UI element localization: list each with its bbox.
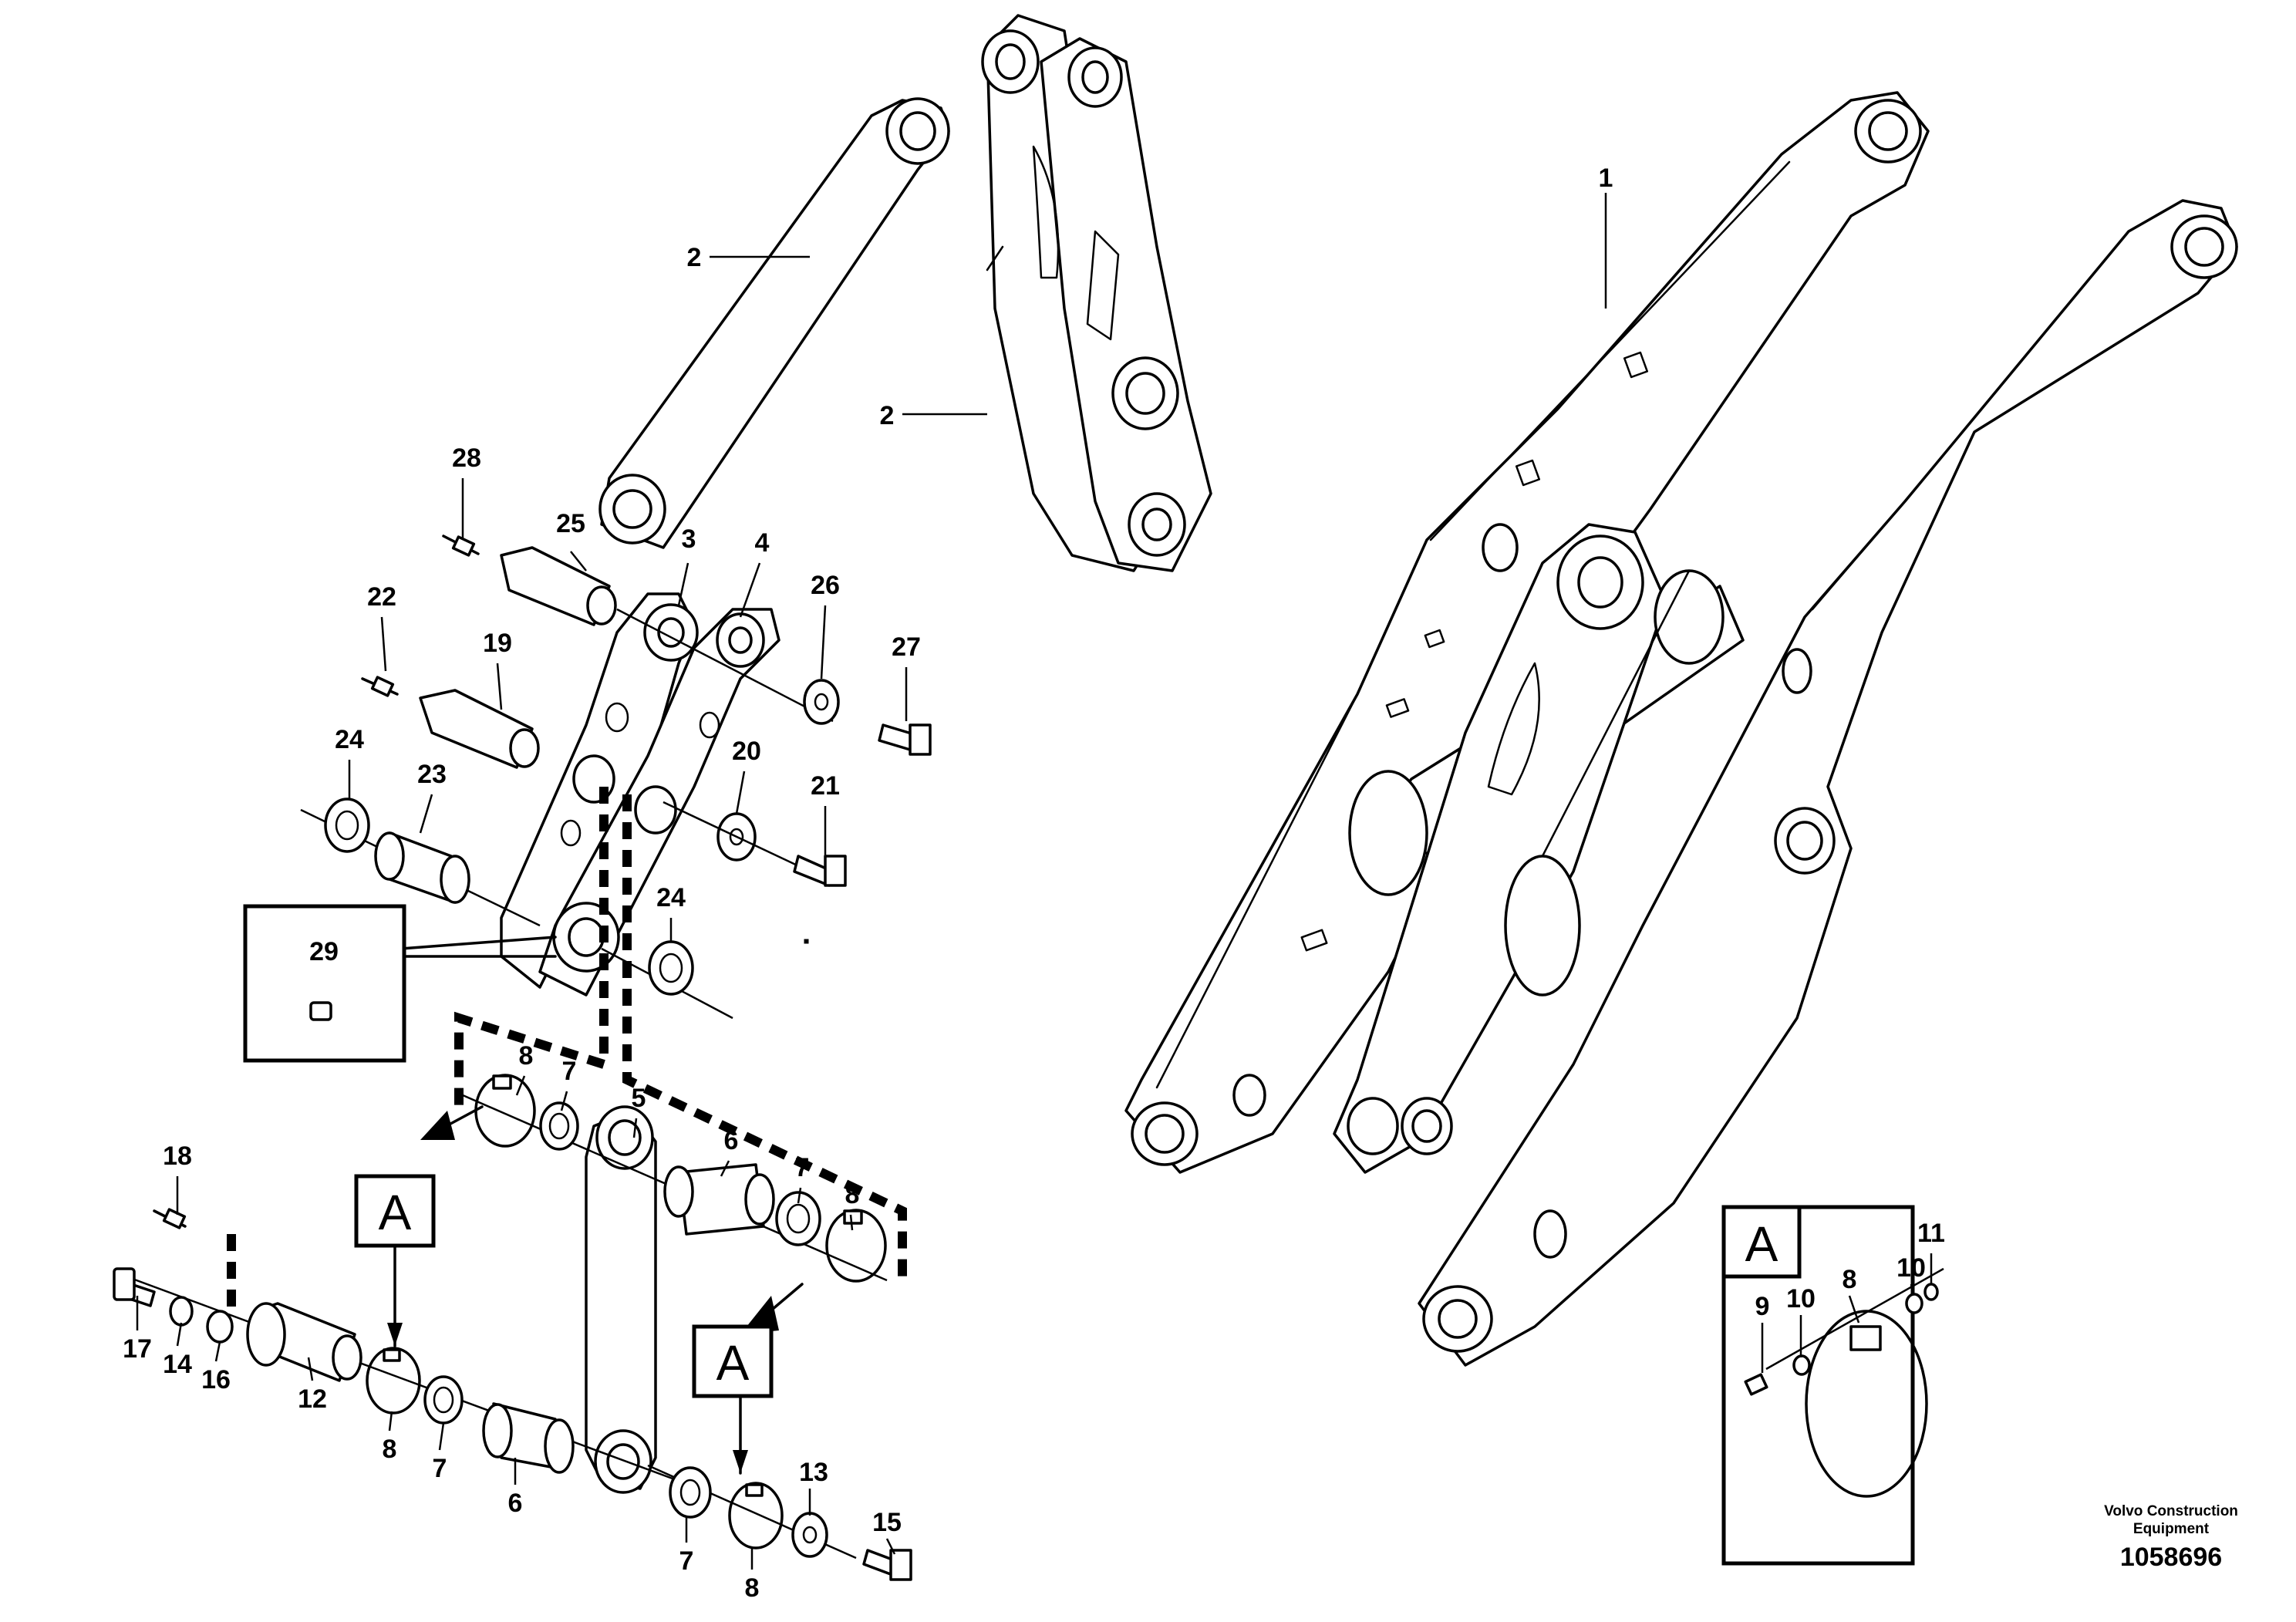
detail-marker-a-2: A (716, 1335, 750, 1391)
callout-17: 17 (123, 1334, 152, 1364)
inset-callout-10-left: 10 (1786, 1284, 1816, 1313)
callout-29: 29 (309, 937, 339, 966)
credit-line-1: Volvo Construction (2104, 1503, 2238, 1519)
callout-2-lower: 2 (880, 401, 895, 430)
leader-lines (136, 193, 1607, 1570)
inset-detail-a (1721, 1205, 1944, 1566)
callout-27: 27 (892, 632, 921, 662)
inset-callout-9: 9 (1755, 1292, 1770, 1321)
drawing-number: 1058696 (2120, 1543, 2222, 1572)
callout-19: 19 (483, 629, 512, 658)
callout-4: 4 (755, 528, 770, 558)
callout-26: 26 (811, 571, 840, 600)
callout-8-lower-left: 8 (383, 1435, 397, 1464)
callout-6-lower: 6 (508, 1489, 523, 1518)
detail-marker-box-1 (354, 1174, 436, 1248)
callout-1: 1 (1599, 164, 1613, 193)
detail-marker-box-2 (692, 1324, 774, 1398)
callout-13: 13 (799, 1458, 828, 1487)
lower-hardware (113, 1074, 912, 1581)
callout-14: 14 (163, 1350, 192, 1379)
lift-arm-assembly (1124, 91, 2238, 1367)
grease-plug-29 (309, 1001, 332, 1021)
callout-23: 23 (417, 760, 447, 789)
callout-12: 12 (298, 1384, 327, 1414)
callout-24-left: 24 (335, 725, 364, 754)
callout-16: 16 (201, 1365, 231, 1394)
callout-7-lower-left: 7 (433, 1454, 447, 1483)
detail-marker-box-3 (804, 939, 809, 944)
callout-3: 3 (682, 524, 696, 554)
callout-7-upper-left: 7 (562, 1057, 577, 1086)
callout-25: 25 (556, 509, 585, 538)
inset-callout-11: 11 (1917, 1219, 1945, 1248)
callout-20: 20 (732, 737, 761, 766)
inset-callout-8: 8 (1843, 1265, 1857, 1294)
callout-2-upper: 2 (687, 243, 702, 272)
detail-box-29 (243, 904, 406, 1063)
detail-marker-a-1: A (379, 1185, 412, 1240)
inset-callout-10-right: 10 (1896, 1253, 1926, 1283)
credit-line-2: Equipment (2133, 1521, 2210, 1537)
tilt-link-pair (981, 14, 1212, 572)
tilt-link-rod (598, 97, 950, 549)
callout-8-upper-left: 8 (519, 1041, 534, 1071)
callout-8-upper-right: 8 (845, 1180, 860, 1209)
callout-24-right: 24 (656, 883, 686, 912)
lower-link (585, 1105, 657, 1494)
dashed-connectors (227, 787, 907, 1311)
callout-22: 22 (367, 582, 396, 612)
callout-15: 15 (872, 1508, 902, 1537)
callout-labels: 1 2 2 28 25 3 4 26 22 19 27 24 20 23 21 … (123, 164, 2238, 1603)
callout-6-upper: 6 (724, 1126, 739, 1155)
link-plates (500, 592, 781, 996)
upper-hardware (300, 534, 932, 1020)
callout-21: 21 (811, 771, 840, 801)
callout-7-lower-right: 7 (679, 1546, 694, 1576)
callout-7-upper-right: 7 (795, 1153, 810, 1182)
inset-letter: A (1745, 1216, 1778, 1272)
callout-8-lower-right: 8 (745, 1573, 760, 1603)
callout-5: 5 (632, 1084, 646, 1113)
callout-18: 18 (163, 1141, 192, 1171)
callout-28: 28 (452, 443, 481, 473)
